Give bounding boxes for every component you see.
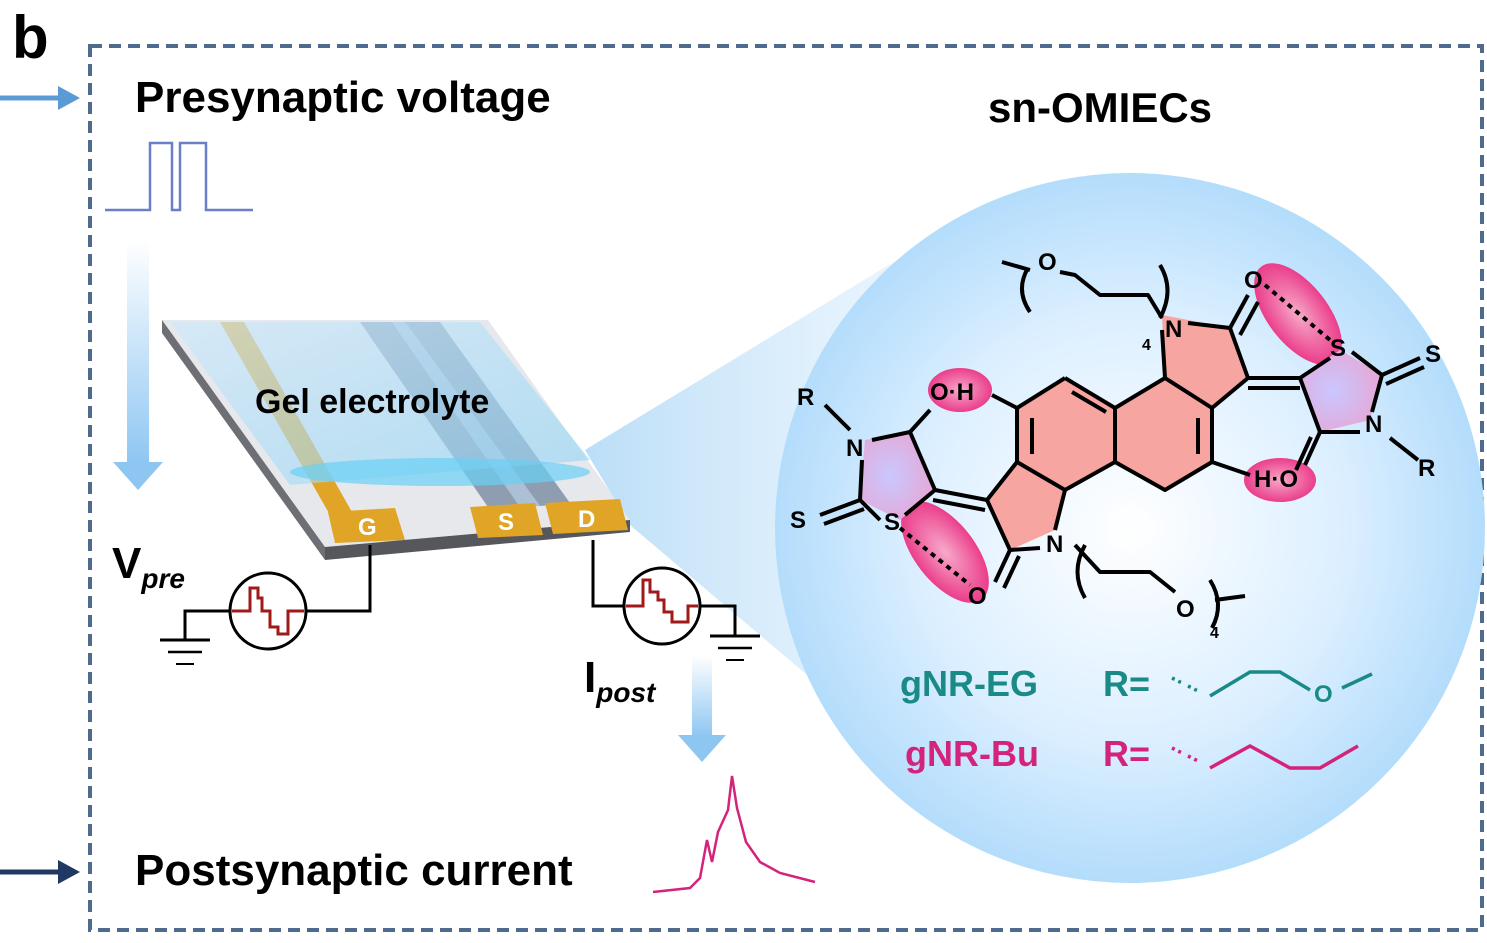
current-meter-icon [622,566,702,646]
atom-ho-right: H·O [1254,466,1298,493]
atom-r-left: R [797,384,814,411]
panel-letter: b [12,4,49,71]
drain-pad [545,499,628,534]
legend-bu: gNR-Bu R= [905,733,1359,774]
atom-o-top-carbonyl: O [1244,267,1263,294]
voltage-pulse-icon [105,141,253,212]
source-terminal-label: S [498,509,514,536]
atom-s-left-thione: S [790,507,806,534]
atom-sub-4-bottom: 4 [1210,625,1219,642]
atom-n-right: N [1365,411,1382,438]
legend-bu-prefix: R= [1103,733,1150,774]
presynaptic-label: Presynaptic voltage [135,73,551,122]
drain-circuit [591,540,760,661]
molecule-title: sn-OMIECs [988,84,1212,131]
atom-o-bottom-carbonyl: O [968,583,987,610]
v-pre-main: V [112,539,142,588]
i-post-label: Ipost [584,653,657,708]
legend-eg-prefix: R= [1103,663,1150,704]
gel-electrolyte-label: Gel electrolyte [255,383,489,421]
atom-o-bottom-chain: O [1176,596,1195,623]
gate-pad [328,508,405,543]
legend-eg-name: gNR-EG [900,663,1038,704]
legend-eg-oxygen: O [1314,681,1333,708]
i-post-sub: post [595,677,657,708]
atom-r-right: R [1418,455,1435,482]
atom-sub-4-top: 4 [1142,337,1151,354]
gel-electrolyte [170,322,590,485]
drain-terminal-label: D [578,506,595,533]
atom-n-left: N [846,435,863,462]
atom-s-right-thione: S [1425,341,1441,368]
current-spike-icon [652,775,816,894]
atom-n-bottom: N [1046,531,1063,558]
postsynaptic-label: Postsynaptic current [135,846,573,895]
gate-circuit [160,545,372,665]
output-arrow-icon [0,860,80,884]
legend-eg: gNR-EG R= O [900,663,1373,708]
down-arrow-icon [113,240,163,490]
i-post-main: I [584,653,596,702]
legend-bu-name: gNR-Bu [905,733,1039,774]
atom-n-top: N [1165,316,1182,343]
down-arrow-post-icon [678,655,726,762]
atom-s-left-ring: S [884,509,900,536]
atom-o-top-chain: O [1038,249,1057,276]
voltage-source-icon [228,571,308,651]
atom-oh-left: O·H [930,379,974,406]
v-pre-label: Vpre [112,539,185,594]
molecule-circle [775,173,1485,883]
v-pre-sub: pre [140,563,185,594]
source-pad [470,503,543,538]
atom-s-right-ring: S [1330,335,1346,362]
input-arrow-icon [0,86,80,110]
molecule-structure: O N 4 O S S N R H·O O·H R N S S N O O 4 [790,249,1441,642]
gate-terminal-label: G [358,514,377,541]
